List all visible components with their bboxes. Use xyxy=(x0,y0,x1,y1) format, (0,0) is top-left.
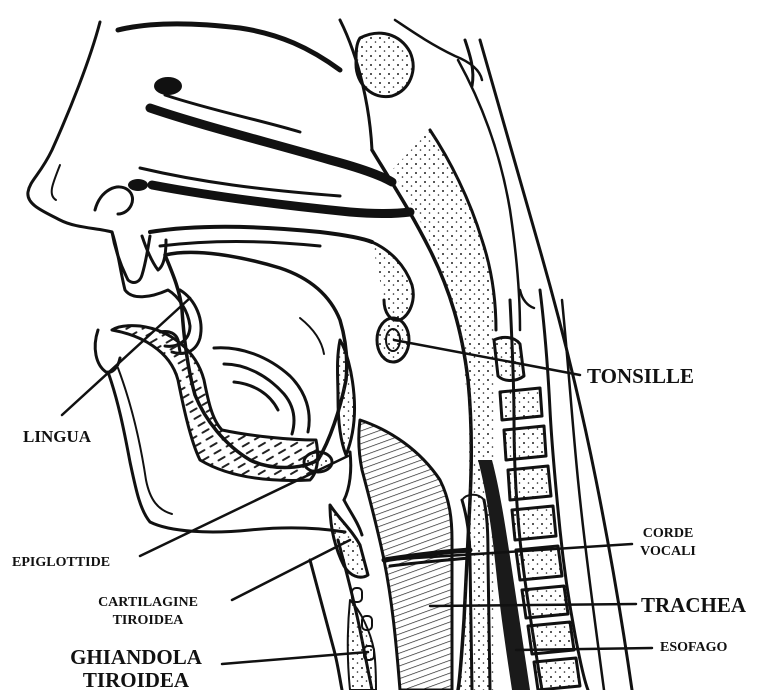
epiglottis xyxy=(338,340,355,455)
hard-palate xyxy=(150,227,372,242)
label-corde-line2: VOCALI xyxy=(630,545,706,559)
label-corde-vocali: CORDE VOCALI xyxy=(630,527,706,559)
label-cartilagine-tiroidea: CARTILAGINE TIROIDEA xyxy=(74,596,222,628)
label-cartilagine-line2: TIROIDEA xyxy=(74,614,222,628)
nasal-turbinate-mid xyxy=(150,108,392,182)
label-ghiandola-line2: TIROIDEA xyxy=(56,670,216,691)
leader-trachea xyxy=(430,604,636,606)
label-esofago: ESOFAGO xyxy=(660,641,727,655)
leader-ghiandola xyxy=(222,652,368,664)
label-tonsille: TONSILLE xyxy=(587,366,694,387)
label-ghiandola-line1: GHIANDOLA xyxy=(56,647,216,668)
nasal-turbinate-upper xyxy=(118,24,340,70)
label-cartilagine-line1: CARTILAGINE xyxy=(74,596,222,610)
nostril xyxy=(95,187,133,214)
label-trachea: TRACHEA xyxy=(641,595,746,616)
label-corde-line1: CORDE xyxy=(630,527,706,541)
leader-cartilagine xyxy=(232,540,350,600)
label-ghiandola-tiroidea: GHIANDOLA TIROIDEA xyxy=(56,647,216,691)
label-epiglottide: EPIGLOTTIDE xyxy=(12,556,110,570)
label-lingua: LINGUA xyxy=(23,428,91,445)
hyoid xyxy=(304,452,332,472)
soft-palate xyxy=(372,242,413,320)
